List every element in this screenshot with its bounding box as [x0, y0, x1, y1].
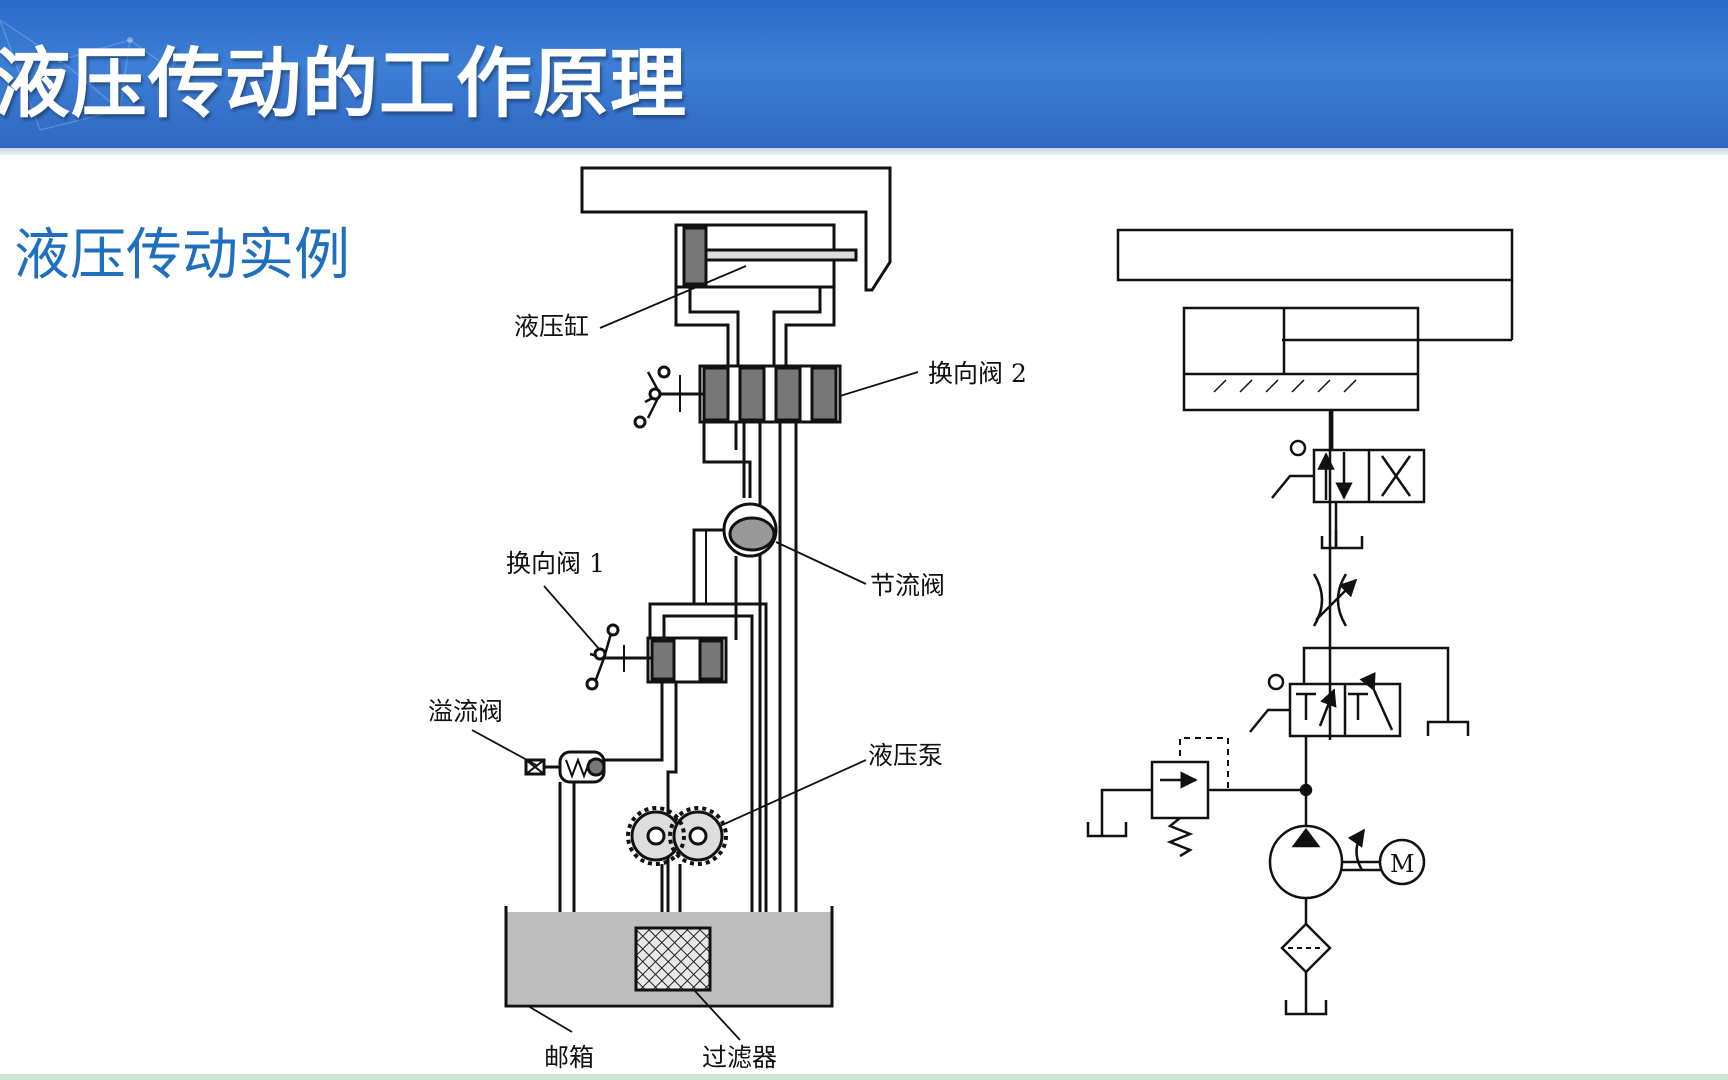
label-cylinder: 液压缸 — [514, 312, 589, 341]
symbol-diagram: M — [1086, 228, 1514, 1016]
label-filter: 过滤器 — [702, 1043, 777, 1072]
slide-title: 液压传动的工作原理 — [0, 39, 687, 128]
symbol-filter — [1280, 922, 1332, 974]
piston-rod — [704, 248, 858, 262]
label-pump: 液压泵 — [868, 741, 943, 770]
label-directional-valve-1: 换向阀 1 — [506, 549, 605, 578]
worktable — [580, 166, 892, 292]
relief-valve — [524, 750, 606, 784]
symbol-worktable — [1116, 228, 1514, 282]
throttle-valve — [722, 502, 778, 558]
label-relief-valve: 溢流阀 — [428, 697, 503, 726]
section-subtitle: 液压传动实例 — [14, 223, 350, 288]
symbol-throttle-valve — [1312, 573, 1358, 627]
symbol-relief-valve — [1086, 737, 1229, 858]
piston — [682, 226, 708, 286]
title-banner: 液压传动的工作原理 — [0, 0, 1728, 148]
directional-valve-2 — [633, 364, 842, 429]
label-tank: 邮箱 — [544, 1043, 594, 1072]
symbol-pump: M — [1268, 790, 1426, 900]
banner-divider — [0, 148, 1728, 155]
symbol-cylinder — [1182, 306, 1420, 412]
physical-diagram — [471, 166, 919, 1041]
label-directional-valve-2: 换向阀 2 — [928, 359, 1027, 388]
gear-pump — [626, 806, 728, 866]
label-throttle-valve: 节流阀 — [870, 571, 945, 600]
footer-strip — [0, 1074, 1728, 1080]
motor-label: M — [1390, 850, 1415, 878]
filter — [634, 926, 712, 992]
directional-valve-1 — [585, 623, 728, 691]
banner-network-pattern — [0, 19, 201, 131]
